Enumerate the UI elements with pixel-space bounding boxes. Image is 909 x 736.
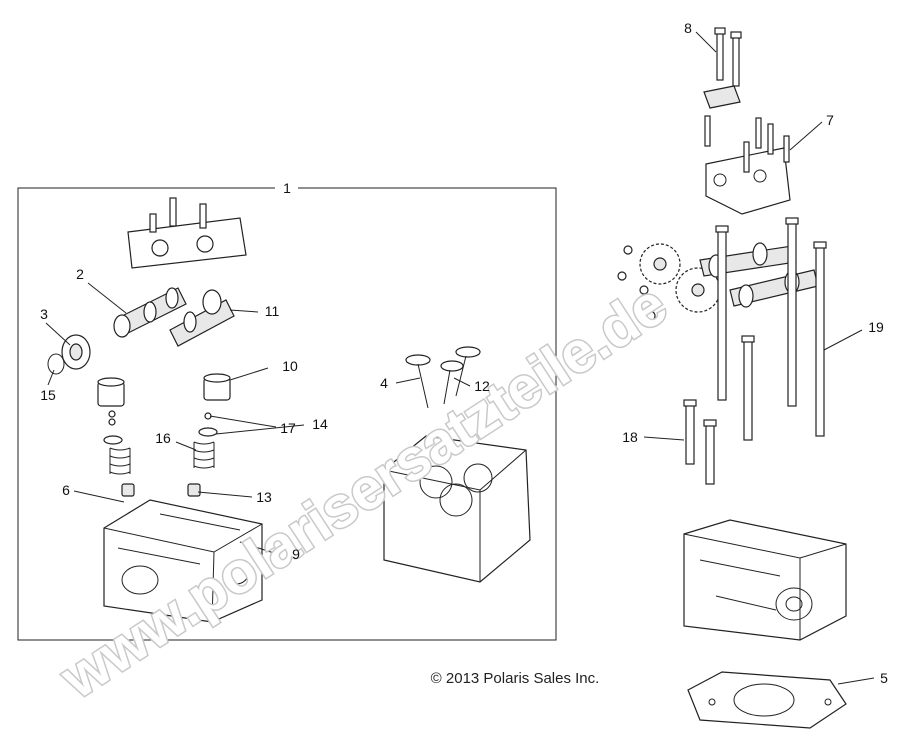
camshaft-exhaust-drawing	[113, 287, 187, 338]
watermark: www.polarisersatzteile.de	[47, 270, 679, 713]
callout-4: 4	[380, 375, 388, 391]
camshaft-intake-drawing	[169, 289, 235, 347]
callout-11: 11	[265, 303, 280, 319]
valves-drawing	[405, 346, 481, 409]
callout-7: 7	[826, 112, 834, 128]
cam-carrier-kit-drawing	[127, 197, 247, 269]
callout-14: 14	[312, 416, 328, 432]
callout-15: 15	[40, 387, 56, 403]
cylinder-head-assembly-drawing	[683, 519, 847, 641]
callout-17: 17	[280, 420, 296, 436]
head-gasket-drawing	[687, 671, 847, 729]
watermark-text: www.polarisersatzteile.de	[49, 271, 678, 711]
copyright-text: © 2013 Polaris Sales Inc.	[431, 670, 600, 687]
small-fasteners-drawing	[617, 245, 656, 322]
callout-13: 13	[256, 489, 272, 505]
callout-6: 6	[62, 482, 70, 498]
callout-2: 2	[76, 266, 84, 282]
valve-spring-left-drawing	[109, 447, 131, 475]
callout-9: 9	[292, 546, 300, 562]
tappet-right-drawing	[203, 373, 231, 401]
callout-16: 16	[155, 430, 171, 446]
callouts: 1 2 3 4 5 6 7 8 9 10 11 12 13 14 15 16 1…	[40, 20, 888, 686]
tappet-left-drawing	[97, 377, 125, 407]
valve-seal-left-drawing	[121, 483, 135, 497]
cylinder-head-kit-drawing	[103, 499, 263, 623]
callout-1: 1	[283, 180, 291, 196]
cam-sprocket-drawing	[61, 334, 91, 370]
kit-box	[17, 187, 557, 641]
callout-3: 3	[40, 306, 48, 322]
valve-seal-right-drawing	[187, 483, 201, 497]
carrier-bolts-long-drawing	[714, 27, 742, 87]
cam-gears-drawing	[639, 243, 721, 313]
callout-19: 19	[868, 319, 884, 335]
callout-12: 12	[474, 378, 490, 394]
callout-8: 8	[684, 20, 692, 36]
cam-carrier-drawing	[704, 115, 791, 215]
cylinder-head-underside-drawing	[383, 435, 531, 583]
callout-10: 10	[282, 358, 298, 374]
head-bolts-drawing	[683, 217, 827, 485]
snap-ring-drawing	[47, 353, 65, 375]
callout-18: 18	[622, 429, 638, 445]
chain-guide-drawing	[703, 85, 741, 109]
callout-5: 5	[880, 670, 888, 686]
valve-keepers-drawing	[103, 410, 218, 445]
valve-spring-right-drawing	[193, 441, 215, 469]
leader-lines	[45, 31, 875, 685]
